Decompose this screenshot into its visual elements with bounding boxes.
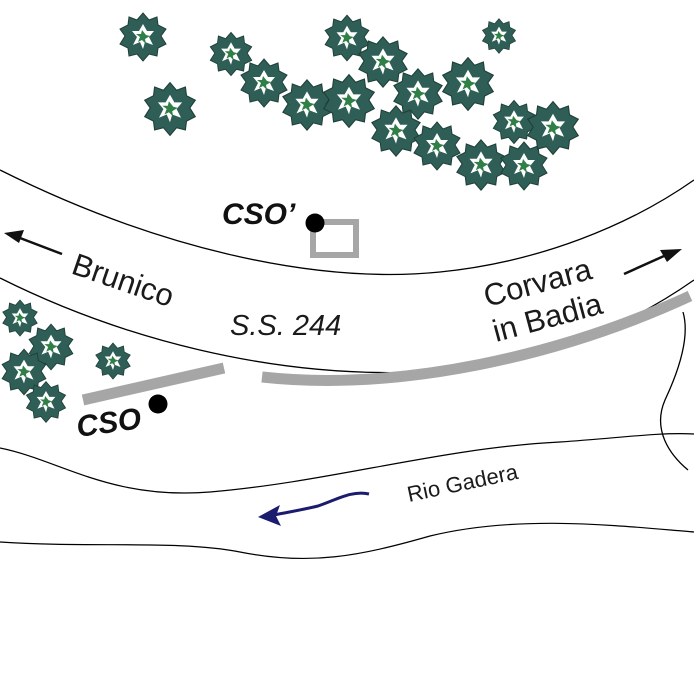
tree-icon [413, 121, 461, 171]
tree-icon [119, 12, 167, 62]
river-bank-south [0, 522, 694, 560]
pipe-box-icon [310, 219, 359, 258]
tree-icon [95, 342, 131, 380]
station-label-cso-prime: CSO’ [222, 198, 296, 231]
tree-icon [144, 82, 196, 136]
station-dot-cso-prime-icon[interactable] [305, 213, 325, 233]
guard-rails [81, 291, 693, 406]
road-name-label: S.S. 244 [230, 310, 341, 342]
forest-north [119, 12, 579, 191]
road-edge-north [0, 169, 694, 276]
river [0, 433, 694, 560]
forest-southwest [1, 299, 131, 423]
tree-icon [282, 79, 332, 131]
tree-icon [2, 299, 38, 337]
guard-rail-west [81, 362, 226, 406]
destination-west-label: Brunico [68, 247, 179, 314]
river-flow-arrow-icon [258, 491, 370, 526]
station-dot-cso-icon[interactable] [148, 394, 168, 414]
tree-icon [456, 139, 506, 191]
tree-icon [442, 57, 494, 111]
tree-icon [240, 58, 288, 108]
tree-icon [527, 101, 579, 155]
tree-icon [482, 18, 516, 54]
tree-icon [500, 141, 548, 191]
river-bank-north [0, 433, 694, 494]
verge-line-east [660, 311, 689, 471]
station-label-cso: CSO [74, 402, 143, 444]
tree-icon [323, 74, 375, 128]
river-name-label: Rio Gadera [405, 459, 521, 507]
guard-rail-east [261, 291, 693, 386]
tree-icon [492, 99, 536, 145]
arrow-west-icon [4, 230, 63, 256]
tree-icon [209, 31, 253, 77]
arrow-east-icon [623, 249, 682, 276]
